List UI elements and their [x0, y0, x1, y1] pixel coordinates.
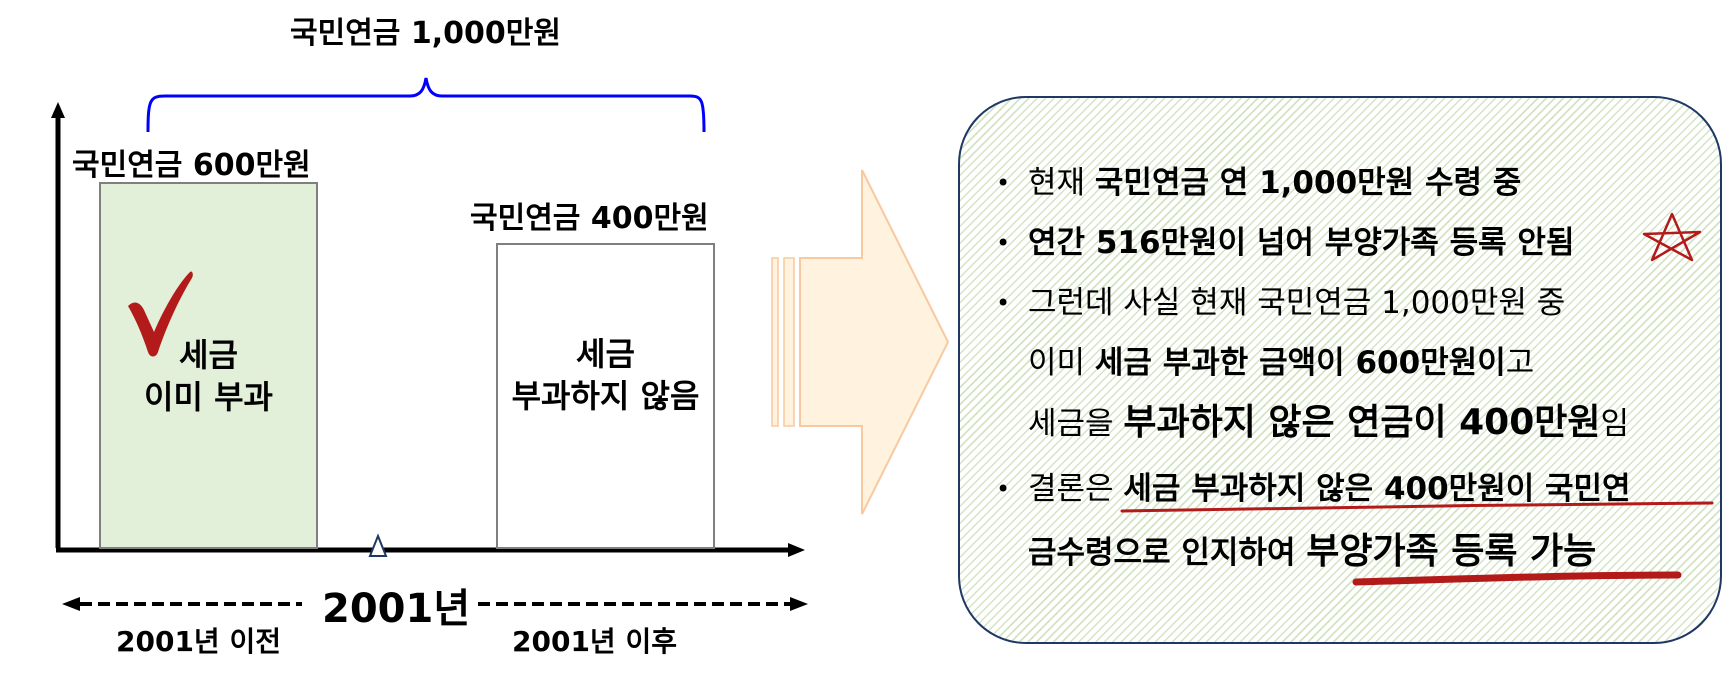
- pension-600-label: 국민연금 600만원: [72, 148, 311, 183]
- untaxed-box-line-2: 부과하지 않음: [511, 377, 700, 415]
- total-pension-label: 국민연금 1,000만원: [290, 16, 561, 51]
- untaxed-box-line-1: 세금: [576, 335, 635, 373]
- taxed-box-line-2: 이미 부과: [144, 378, 273, 416]
- untaxed-box: 세금 부과하지 않음: [496, 243, 715, 549]
- panel-line-2: 연간 516만원이 넘어 부양가족 등록 안됨: [1028, 225, 1575, 261]
- brace: [146, 77, 706, 133]
- y-axis-arrowhead: [51, 102, 65, 118]
- panel-line-6: 결론은 세금 부과하지 않은 400만원이 국민연: [1028, 471, 1631, 507]
- panel-line-4: 이미 세금 부과한 금액이 600만원이고: [1028, 345, 1535, 381]
- bullet-1: •: [996, 169, 1011, 197]
- year-marker-triangle: [368, 533, 388, 557]
- explanation-panel: [958, 96, 1722, 644]
- big-right-arrow: [799, 169, 950, 515]
- check-icon: [128, 271, 193, 357]
- red-underlines: [1120, 501, 1714, 586]
- panel-line-5: 세금을 부과하지 않은 연금이 400만원임: [1028, 402, 1630, 443]
- year-label: 2001년: [318, 576, 475, 634]
- star-icon: [1642, 212, 1702, 262]
- underline-2: [1352, 571, 1682, 586]
- bullet-3: •: [996, 289, 1011, 317]
- panel-line-7: 금수령으로 인지하여 부양가족 등록 가능: [1028, 531, 1597, 572]
- panel-line-1: 현재 국민연금 연 1,000만원 수령 중: [1028, 165, 1522, 201]
- underline-1: [1120, 501, 1714, 513]
- arrow-stripe-2: [783, 257, 795, 427]
- taxed-box-line-1: 세금: [179, 336, 238, 374]
- timeline-graphics: [51, 77, 950, 611]
- taxed-box: 세금 이미 부과: [99, 182, 318, 549]
- after-year-label: 2001년 이후: [512, 625, 677, 658]
- panel-line-3: 그런데 사실 현재 국민연금 1,000만원 중: [1028, 285, 1566, 321]
- dashed-arrow-left-head: [62, 597, 80, 611]
- bullet-2: •: [996, 229, 1011, 257]
- dashed-arrow-right-head: [790, 597, 808, 611]
- pension-400-label: 국민연금 400만원: [470, 201, 709, 236]
- x-axis-arrowhead: [788, 543, 805, 557]
- before-year-label: 2001년 이전: [116, 625, 281, 658]
- bullet-4: •: [996, 475, 1011, 503]
- arrow-stripe-1: [771, 257, 779, 427]
